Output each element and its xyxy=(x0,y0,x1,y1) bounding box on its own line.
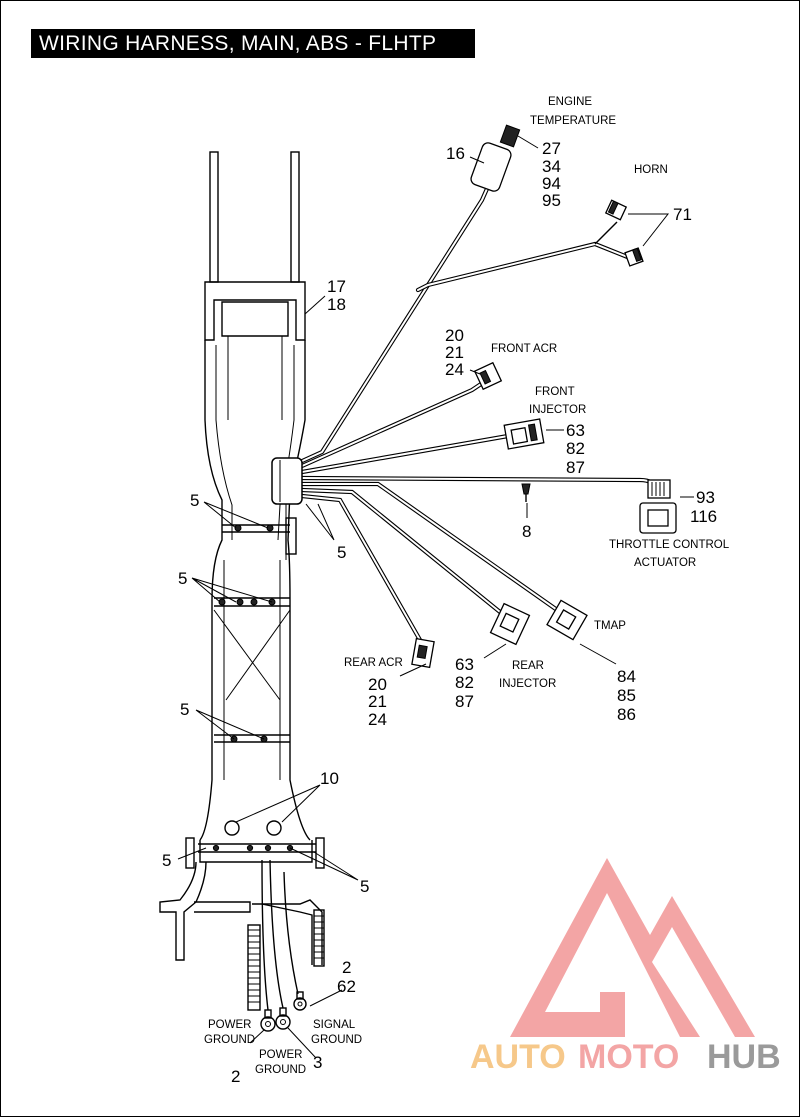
front-injector-connector xyxy=(503,418,545,450)
callout-5-b: 5 xyxy=(337,543,346,562)
callout-116: 116 xyxy=(690,507,717,526)
callout-86: 86 xyxy=(617,705,636,724)
motorcycle-frame xyxy=(159,151,325,1032)
callout-rear-acr-21: 21 xyxy=(368,692,387,711)
leader-lines xyxy=(177,135,694,1059)
label-signal-ground-1: SIGNAL xyxy=(313,1019,356,1031)
callout-front-injector-63: 63 xyxy=(566,421,585,440)
callout-front-acr-20: 20 xyxy=(445,326,464,345)
callout-18: 18 xyxy=(327,295,346,314)
callout-5-a: 5 xyxy=(190,491,199,510)
callout-71: 71 xyxy=(673,205,692,224)
callout-5-d: 5 xyxy=(180,700,189,719)
page-title: WIRING HARNESS, MAIN, ABS - FLHTP xyxy=(31,29,475,58)
callout-front-injector-82: 82 xyxy=(566,439,585,458)
callout-17: 17 xyxy=(327,277,346,296)
label-power-ground-a-1: POWER xyxy=(208,1019,251,1031)
label-power-ground-a-2: GROUND xyxy=(204,1034,255,1046)
callout-5-f: 5 xyxy=(360,877,369,896)
watermark-logo xyxy=(510,858,755,1037)
label-horn: HORN xyxy=(634,164,668,176)
callout-signal-ground-2: 2 xyxy=(342,958,351,977)
label-rear-injector-2: INJECTOR xyxy=(499,678,556,690)
callout-front-acr-21: 21 xyxy=(445,343,464,362)
callout-27: 27 xyxy=(542,139,561,158)
callout-rear-acr-24: 24 xyxy=(368,710,387,729)
label-front-acr: FRONT ACR xyxy=(491,343,557,355)
label-throttle-control-1: THROTTLE CONTROL xyxy=(609,539,730,551)
callout-94: 94 xyxy=(542,174,561,193)
label-rear-acr: REAR ACR xyxy=(344,657,403,669)
label-front-injector-1: FRONT xyxy=(535,386,575,398)
tmap-connector xyxy=(546,599,588,641)
watermark-text-auto: AUTO xyxy=(470,1038,566,1076)
horn-connector-lower xyxy=(624,247,644,267)
horn-connector-upper xyxy=(604,199,628,221)
label-front-injector-2: INJECTOR xyxy=(529,404,586,416)
watermark-text-moto: MOTO xyxy=(578,1038,679,1076)
callout-power-ground-3: 3 xyxy=(313,1053,322,1072)
callout-93: 93 xyxy=(696,488,715,507)
label-power-ground-b-1: POWER xyxy=(259,1049,302,1061)
throttle-control-actuator-connector xyxy=(639,479,677,534)
callout-front-injector-87: 87 xyxy=(566,458,585,477)
watermark-text-hub: HUB xyxy=(707,1038,781,1076)
callout-5-c: 5 xyxy=(178,569,187,588)
callout-95: 95 xyxy=(542,191,561,210)
callout-rear-injector-82: 82 xyxy=(455,673,474,692)
label-engine-temperature-1: ENGINE xyxy=(548,96,592,108)
label-throttle-control-2: ACTUATOR xyxy=(634,557,696,569)
callout-34: 34 xyxy=(542,157,561,176)
label-rear-injector-1: REAR xyxy=(512,660,544,672)
callout-power-ground-2: 2 xyxy=(231,1067,240,1086)
callout-front-acr-24: 24 xyxy=(445,360,464,379)
label-power-ground-b-2: GROUND xyxy=(255,1064,306,1076)
callout-rear-injector-87: 87 xyxy=(455,692,474,711)
callout-84: 84 xyxy=(617,667,636,686)
callout-85: 85 xyxy=(617,686,636,705)
harness-wires xyxy=(271,179,658,643)
callout-10: 10 xyxy=(320,769,339,788)
label-tmap: TMAP xyxy=(594,620,626,632)
callout-8: 8 xyxy=(522,522,531,541)
rear-injector-connector xyxy=(489,602,531,646)
front-acr-connector xyxy=(473,361,503,391)
rear-acr-connector xyxy=(411,637,435,669)
callout-signal-ground-62: 62 xyxy=(337,977,356,996)
label-engine-temperature-2: TEMPERATURE xyxy=(530,115,616,127)
callout-5-e: 5 xyxy=(162,851,171,870)
callout-rear-injector-63: 63 xyxy=(455,655,474,674)
callout-rear-acr-20: 20 xyxy=(368,675,387,694)
engine-temperature-sensor xyxy=(470,124,521,192)
callout-16: 16 xyxy=(446,144,465,163)
label-signal-ground-2: GROUND xyxy=(311,1034,362,1046)
